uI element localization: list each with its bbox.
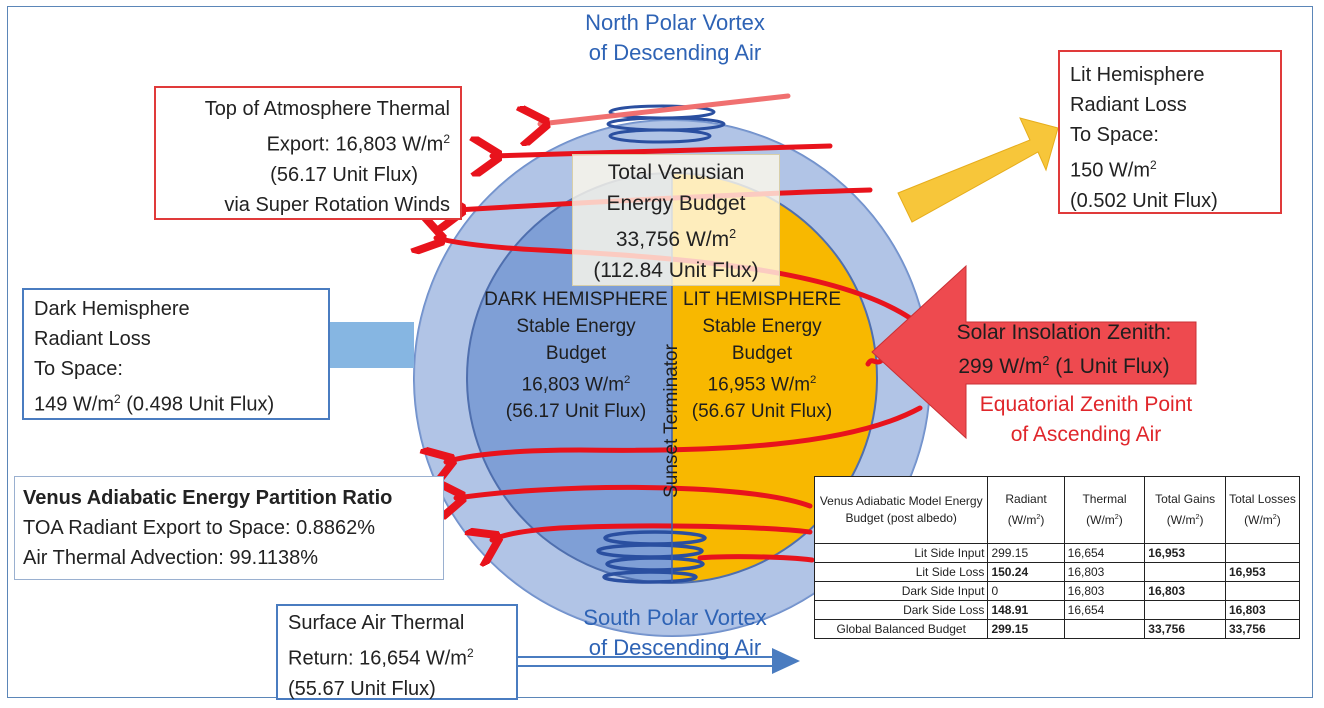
table-cell-radiant: 0: [987, 581, 1065, 601]
lit-hemi-line4: 16,953 W/m2: [707, 374, 817, 396]
center-line1: Total Venusian: [607, 161, 745, 184]
toa-thermal-export-box: Top of Atmosphere Thermal Export: 16,803…: [154, 86, 462, 220]
equatorial-zenith-label: Equatorial Zenith Point of Ascending Air: [948, 390, 1224, 450]
south-vortex: [596, 530, 707, 584]
north-vortex: [606, 104, 726, 144]
dark-hemi-line5: (56.17 Unit Flux): [505, 401, 647, 423]
energy-budget-table-container: Venus Adiabatic Model Energy Budget (pos…: [813, 476, 1301, 639]
solar-insolation-arrow: [871, 264, 1197, 440]
table-cell-radiant: 299.15: [987, 619, 1065, 639]
lit-hemi-line2: Stable Energy: [702, 316, 822, 337]
energy-budget-table: Venus Adiabatic Model Energy Budget (pos…: [813, 476, 1301, 639]
table-row: Dark Side Input 0 16,803 16,803: [813, 581, 1301, 601]
partition-line1: TOA Radiant Export to Space: 0.8862%: [23, 517, 376, 539]
table-cell-label: Lit Side Loss: [813, 562, 989, 582]
partition-ratio-box: Venus Adiabatic Energy Partition Ratio T…: [14, 476, 444, 580]
center-line4: (112.84 Unit Flux): [593, 259, 759, 282]
table-cell-gains: [1144, 600, 1226, 620]
south-title-line2: of Descending Air: [588, 635, 762, 660]
dark-loss-line2: Radiant Loss: [34, 328, 151, 350]
lit-loss-line1: Lit Hemisphere: [1070, 64, 1205, 86]
table-cell-gains: 16,803: [1144, 581, 1226, 601]
toa-line4: via Super Rotation Winds: [224, 193, 450, 216]
solar-line2: 299 W/m2 (1 Unit Flux): [958, 354, 1170, 378]
table-cell-gains: 16,953: [1144, 543, 1226, 563]
toa-line1: Top of Atmosphere Thermal: [204, 98, 450, 120]
table-cell-thermal: 16,803: [1063, 581, 1146, 601]
table-cell-thermal: 16,654: [1063, 600, 1146, 620]
north-vortex-title: North Polar Vortex of Descending Air: [540, 8, 810, 68]
table-row: Global Balanced Budget 299.15 33,756 33,…: [813, 619, 1301, 639]
dark-loss-line3: To Space:: [34, 358, 123, 380]
table-header-thermal: Thermal (W/m2): [1063, 476, 1146, 544]
toa-line3: (56.17 Unit Flux): [270, 163, 418, 186]
dark-loss-line1: Dark Hemisphere: [34, 298, 190, 320]
lit-radiant-loss-box: Lit Hemisphere Radiant Loss To Space: 15…: [1058, 50, 1282, 214]
table-cell-label: Dark Side Loss: [813, 600, 989, 620]
dark-radiant-loss-box: Dark Hemisphere Radiant Loss To Space: 1…: [22, 288, 330, 420]
south-vortex-title: South Polar Vortex of Descending Air: [540, 603, 810, 663]
lit-hemisphere-label: LIT HEMISPHERE Stable Energy Budget 16,9…: [672, 286, 852, 425]
north-title-line2: of Descending Air: [588, 40, 762, 65]
table-cell-radiant: 299.15: [987, 543, 1065, 563]
total-energy-budget-box: Total Venusian Energy Budget 33,756 W/m2…: [572, 154, 780, 286]
partition-line2: Air Thermal Advection: 99.1138%: [23, 547, 318, 569]
dark-hemi-line1: DARK HEMISPHERE: [484, 289, 668, 310]
table-row: Lit Side Loss 150.24 16,803 16,953: [813, 562, 1301, 582]
lit-loss-line5: (0.502 Unit Flux): [1070, 189, 1218, 212]
lit-loss-line2: Radiant Loss: [1070, 94, 1187, 116]
table-cell-losses: 16,953: [1224, 562, 1301, 582]
equatorial-line2: of Ascending Air: [1010, 423, 1162, 446]
lit-hemi-line5: (56.67 Unit Flux): [691, 401, 833, 423]
diagram-frame: [7, 6, 1313, 698]
table-cell-radiant: 148.91: [987, 600, 1065, 620]
table-cell-losses: 33,756: [1224, 619, 1301, 639]
lit-hemi-line1: LIT HEMISPHERE: [682, 289, 842, 310]
surface-line2: Return: 16,654 W/m2: [288, 646, 474, 670]
table-cell-gains: 33,756: [1144, 619, 1226, 639]
solar-insolation-label: Solar Insolation Zenith: 299 W/m2 (1 Uni…: [930, 318, 1198, 381]
center-line2: Energy Budget: [606, 192, 746, 215]
table-row: Dark Side Loss 148.91 16,654 16,803: [813, 600, 1301, 620]
dark-loss-line4: 149 W/m2 (0.498 Unit Flux): [34, 392, 275, 416]
lit-hemi-line3: Budget: [731, 343, 793, 364]
table-header-gains: Total Gains (W/m2): [1144, 476, 1226, 544]
table-header-radiant: Radiant (W/m2): [987, 476, 1065, 544]
table-cell-losses: 16,803: [1224, 600, 1301, 620]
dark-hemi-line2: Stable Energy: [516, 316, 636, 337]
lit-radiant-loss-arrow: [897, 117, 1059, 223]
surface-line1: Surface Air Thermal: [288, 612, 465, 634]
south-title-line1: South Polar Vortex: [583, 605, 767, 630]
table-cell-thermal: [1063, 619, 1146, 639]
table-cell-losses: [1224, 581, 1301, 601]
center-line3: 33,756 W/m2: [615, 227, 737, 251]
sunset-terminator-label: Sunset Terminator: [661, 344, 682, 498]
table-header-model: Venus Adiabatic Model Energy Budget (pos…: [813, 476, 989, 544]
table-cell-thermal: 16,803: [1063, 562, 1146, 582]
table-cell-label: Lit Side Input: [813, 543, 989, 563]
table-cell-radiant: 150.24: [987, 562, 1065, 582]
north-title-line1: North Polar Vortex: [585, 10, 765, 35]
toa-line2: Export: 16,803 W/m2: [266, 132, 450, 156]
table-cell-losses: [1224, 543, 1301, 563]
dark-hemi-line4: 16,803 W/m2: [521, 374, 631, 396]
partition-title: Venus Adiabatic Energy Partition Ratio: [23, 487, 393, 509]
surface-thermal-return-box: Surface Air Thermal Return: 16,654 W/m2 …: [276, 604, 518, 700]
table-cell-label: Global Balanced Budget: [813, 619, 989, 639]
table-row: Lit Side Input 299.15 16,654 16,953: [813, 543, 1301, 563]
solar-line1: Solar Insolation Zenith:: [956, 321, 1172, 344]
table-header-row: Venus Adiabatic Model Energy Budget (pos…: [813, 476, 1301, 544]
surface-return-arrow: [518, 648, 800, 674]
dark-hemi-line3: Budget: [545, 343, 607, 364]
surface-line3: (55.67 Unit Flux): [288, 677, 436, 700]
equatorial-line1: Equatorial Zenith Point: [979, 393, 1193, 416]
table-cell-gains: [1144, 562, 1226, 582]
table-cell-label: Dark Side Input: [813, 581, 989, 601]
lit-loss-line4: 150 W/m2: [1070, 158, 1157, 182]
lit-loss-line3: To Space:: [1070, 124, 1159, 146]
table-header-losses: Total Losses (W/m2): [1224, 476, 1301, 544]
dark-hemisphere-label: DARK HEMISPHERE Stable Energy Budget 16,…: [482, 286, 670, 425]
table-cell-thermal: 16,654: [1063, 543, 1146, 563]
